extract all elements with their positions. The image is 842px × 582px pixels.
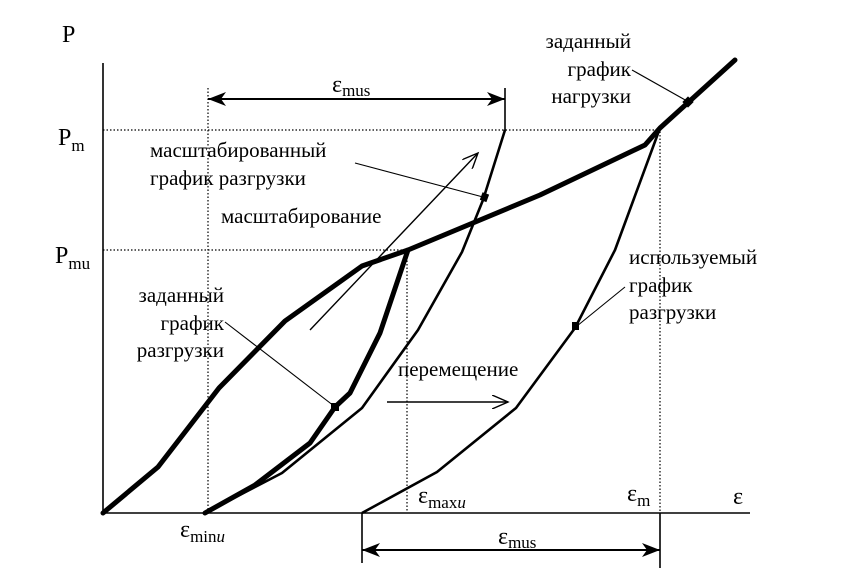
loading-curve (100, 57, 738, 516)
used-unloading-marker (572, 322, 579, 330)
dimension-top: εmus (208, 72, 505, 106)
loading-annotation-line-1: заданный (546, 29, 631, 53)
scaling-arrow (309, 153, 478, 331)
used-unloading-line-1: используемый (629, 245, 757, 269)
pmu-tick-label: Pmu (55, 243, 91, 273)
used-unloading-line-2: график (629, 273, 693, 297)
dimension-bottom: εmus (361, 513, 661, 568)
scaling-label: масштабирование (221, 204, 381, 228)
given-unloading-marker (331, 403, 339, 411)
scaled-annotation-line-1: масштабированный (150, 138, 326, 162)
used-unloading-line-3: разгрузки (629, 300, 716, 324)
pm-tick-label: Pm (58, 125, 85, 155)
top-dimension-label: εmus (332, 72, 370, 100)
eps-m-label: εm (627, 481, 650, 510)
loading-annotation-line-2: график (568, 57, 632, 81)
given-unloading-line-1: заданный (139, 283, 224, 307)
reference-lines (103, 88, 661, 513)
given-unloading-line-2: график (161, 311, 225, 335)
scaled-unloading-marker (479, 192, 490, 203)
used-unloading-curve (361, 127, 662, 515)
scaled-unloading-leader (354, 162, 484, 198)
eps-min-u-label: εminu (180, 517, 225, 546)
scaled-annotation-line-2: график разгрузки (150, 166, 306, 190)
given-unloading-leader (224, 321, 335, 407)
loading-curve-annotation: заданный график нагрузки (546, 29, 632, 108)
x-axis-label: ε (733, 484, 743, 510)
given-unloading-annotation: заданный график разгрузки (137, 283, 225, 362)
loading-annotation-line-3: нагрузки (551, 84, 631, 108)
eps-max-u-label: εmaxu (418, 483, 466, 512)
process-arrows (309, 153, 508, 402)
scaled-unloading-annotation: масштабированный график разгрузки (150, 138, 326, 190)
loading-leader (631, 69, 688, 102)
leader-lines (224, 69, 688, 407)
used-unloading-leader (576, 286, 626, 327)
y-axis-label: P (62, 22, 75, 48)
given-unloading-line-3: разгрузки (137, 338, 224, 362)
moving-label: перемещение (398, 357, 518, 381)
given-unloading-curve (202, 247, 411, 516)
used-unloading-annotation: используемый график разгрузки (629, 245, 757, 324)
axes (102, 63, 750, 514)
bottom-dimension-label: εmus (498, 524, 536, 552)
